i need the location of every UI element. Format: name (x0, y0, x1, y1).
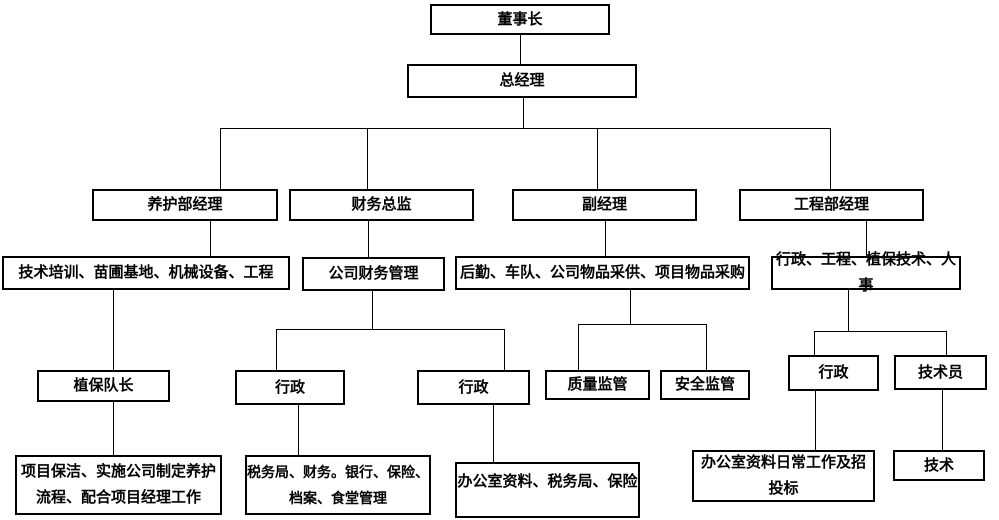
connector-line (113, 402, 114, 455)
org-node-maintenance-scope: 技术培训、苗圃基地、机械设备、工程 (2, 256, 290, 290)
org-node-technician: 技术员 (894, 355, 987, 390)
connector-line (523, 98, 524, 128)
connector-line (605, 221, 606, 256)
connector-line (210, 221, 211, 256)
connector-line (298, 405, 299, 455)
org-node-plant-protection-leader: 植保队长 (37, 370, 170, 402)
connector-line (220, 128, 831, 129)
connector-line (630, 290, 631, 324)
connector-line (220, 128, 221, 189)
org-node-admin-1: 行政 (235, 370, 345, 405)
org-node-office-docs: 办公室资料、税务局、保险 (455, 462, 640, 518)
connector-line (946, 331, 947, 355)
connector-line (942, 390, 943, 450)
org-node-deputy-manager: 副经理 (512, 189, 697, 221)
connector-line (814, 331, 815, 355)
connector-line (113, 290, 114, 370)
org-node-technology: 技术 (893, 450, 985, 481)
org-node-safety-supervision: 安全监管 (660, 370, 750, 400)
org-node-engineering-scope: 行政、工程、植保技术、人事 (771, 251, 961, 294)
connector-line (368, 221, 369, 257)
org-node-finance-director: 财务总监 (289, 189, 474, 221)
org-node-office-daily: 办公室资料日常工作及招 投标 (692, 450, 875, 502)
org-node-deputy-scope: 后勤、车队、公司物品采供、项目物品采购 (455, 256, 750, 290)
connector-line (578, 324, 707, 325)
connector-line (493, 405, 494, 462)
org-node-general-manager: 总经理 (407, 64, 637, 98)
connector-line (578, 324, 579, 370)
connector-line (276, 329, 277, 370)
connector-line (814, 331, 947, 332)
org-node-quality-supervision: 质量监管 (545, 370, 650, 400)
connector-line (706, 324, 707, 370)
connector-line (597, 128, 598, 189)
org-node-engineering-manager: 工程部经理 (739, 189, 924, 221)
connector-line (830, 128, 831, 189)
org-node-admin-2: 行政 (417, 370, 530, 405)
connector-line (504, 329, 505, 370)
org-node-maintenance-manager: 养护部经理 (92, 189, 278, 221)
connector-line (372, 291, 373, 329)
org-node-finance-scope: 公司财务管理 (302, 257, 445, 291)
connector-line (815, 391, 816, 450)
connector-line (520, 35, 521, 64)
org-node-tax-finance: 税务局、财务。银行、保险、 档案、食堂管理 (245, 455, 431, 515)
org-node-chairman: 董事长 (430, 4, 610, 35)
org-node-project-cleaning: 项目保洁、实施公司制定养护 流程、配合项目经理工作 (15, 455, 222, 515)
connector-line (848, 290, 849, 331)
connector-line (276, 329, 505, 330)
connector-line (367, 128, 368, 189)
org-node-admin-3: 行政 (788, 355, 879, 391)
connector-line (866, 221, 867, 256)
